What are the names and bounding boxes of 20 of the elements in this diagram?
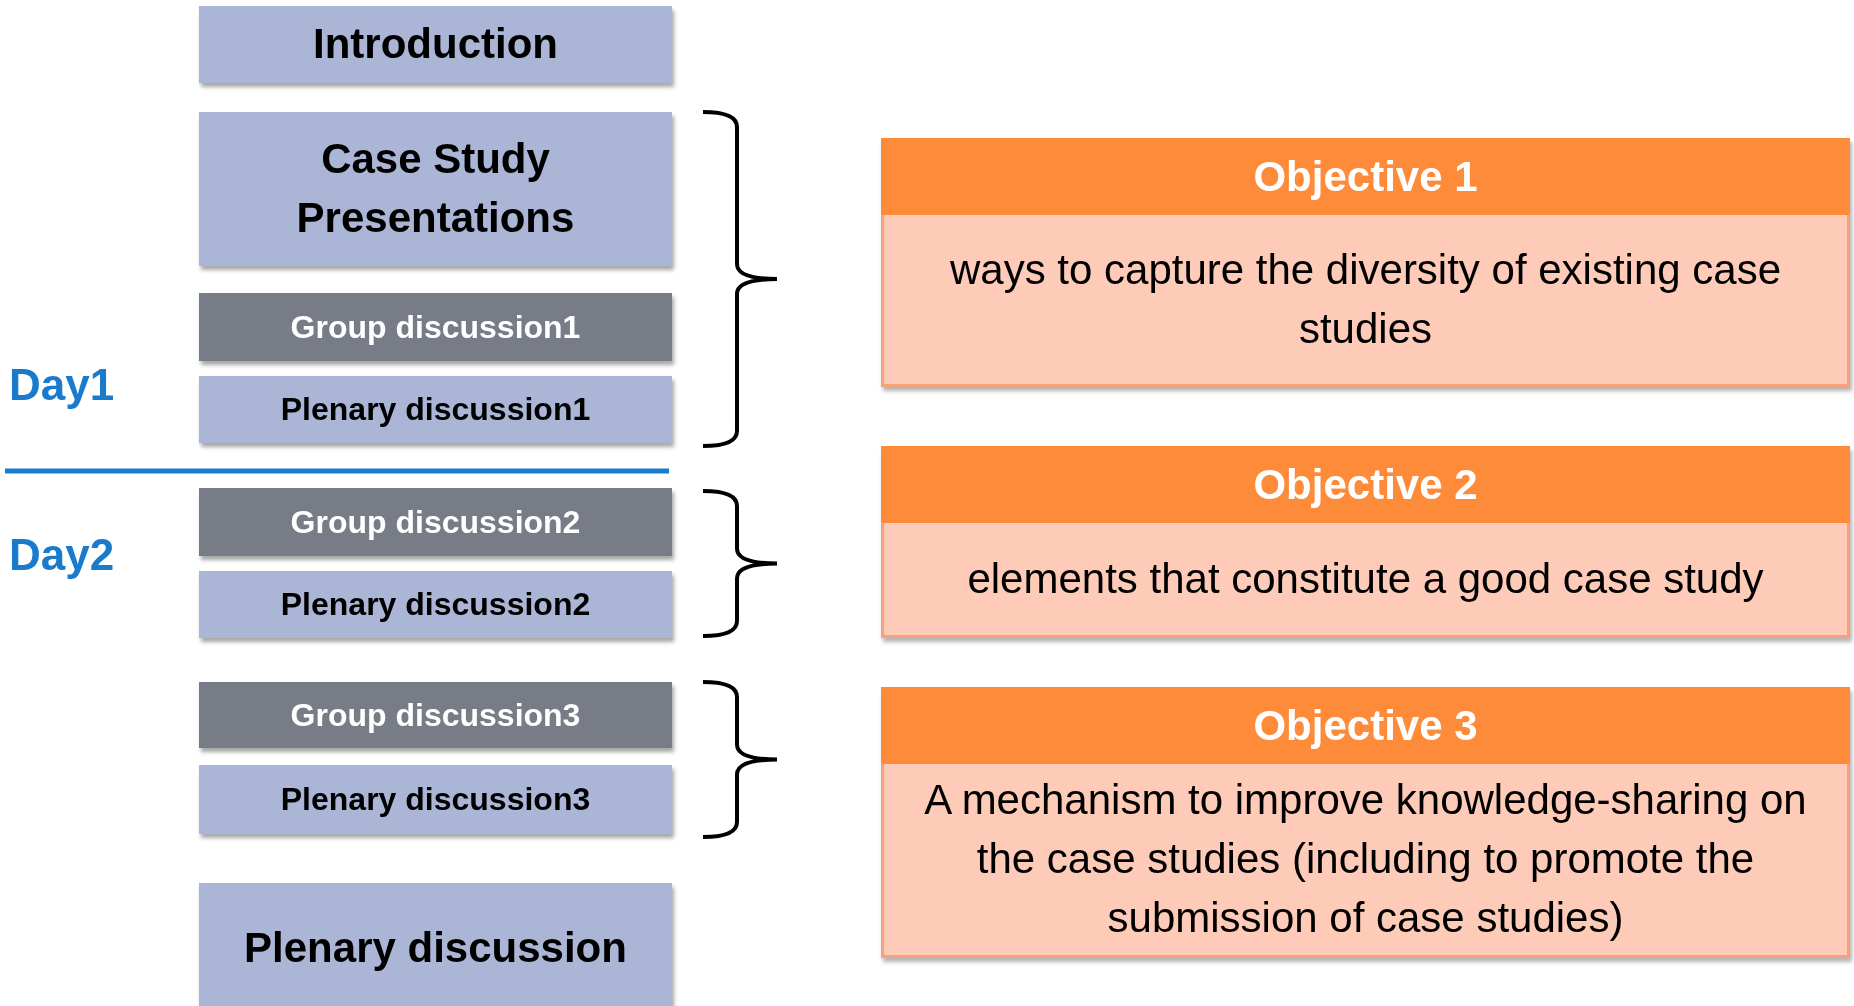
objective-text: ways to capture the diversity of existing case studies xyxy=(881,215,1850,387)
session-box: Plenary discussion1 xyxy=(199,376,672,443)
session-box: Plenary discussion2 xyxy=(199,571,672,638)
objective-heading: Objective 1 xyxy=(881,138,1850,215)
session-box: Introduction xyxy=(199,6,672,83)
session-box: Case Study Presentations xyxy=(199,112,672,266)
session-box: Plenary discussion xyxy=(199,883,672,1006)
session-box: Group discussion1 xyxy=(199,293,672,361)
day-label: Day1 xyxy=(9,360,115,410)
session-box: Group discussion3 xyxy=(199,682,672,748)
objective-card xyxy=(881,138,1850,387)
session-box: Plenary discussion3 xyxy=(199,765,672,834)
objective-heading: Objective 2 xyxy=(881,446,1850,523)
objective-text: A mechanism to improve knowledge-sharing on the case studies (including to promote the submission of case studies) xyxy=(881,764,1850,958)
session-box: Group discussion2 xyxy=(199,488,672,556)
objective-card xyxy=(881,446,1850,638)
objective-card xyxy=(881,687,1850,958)
day-label: Day2 xyxy=(9,530,115,580)
objective-text: elements that constitute a good case study xyxy=(881,523,1850,638)
objective-heading: Objective 3 xyxy=(881,687,1850,764)
